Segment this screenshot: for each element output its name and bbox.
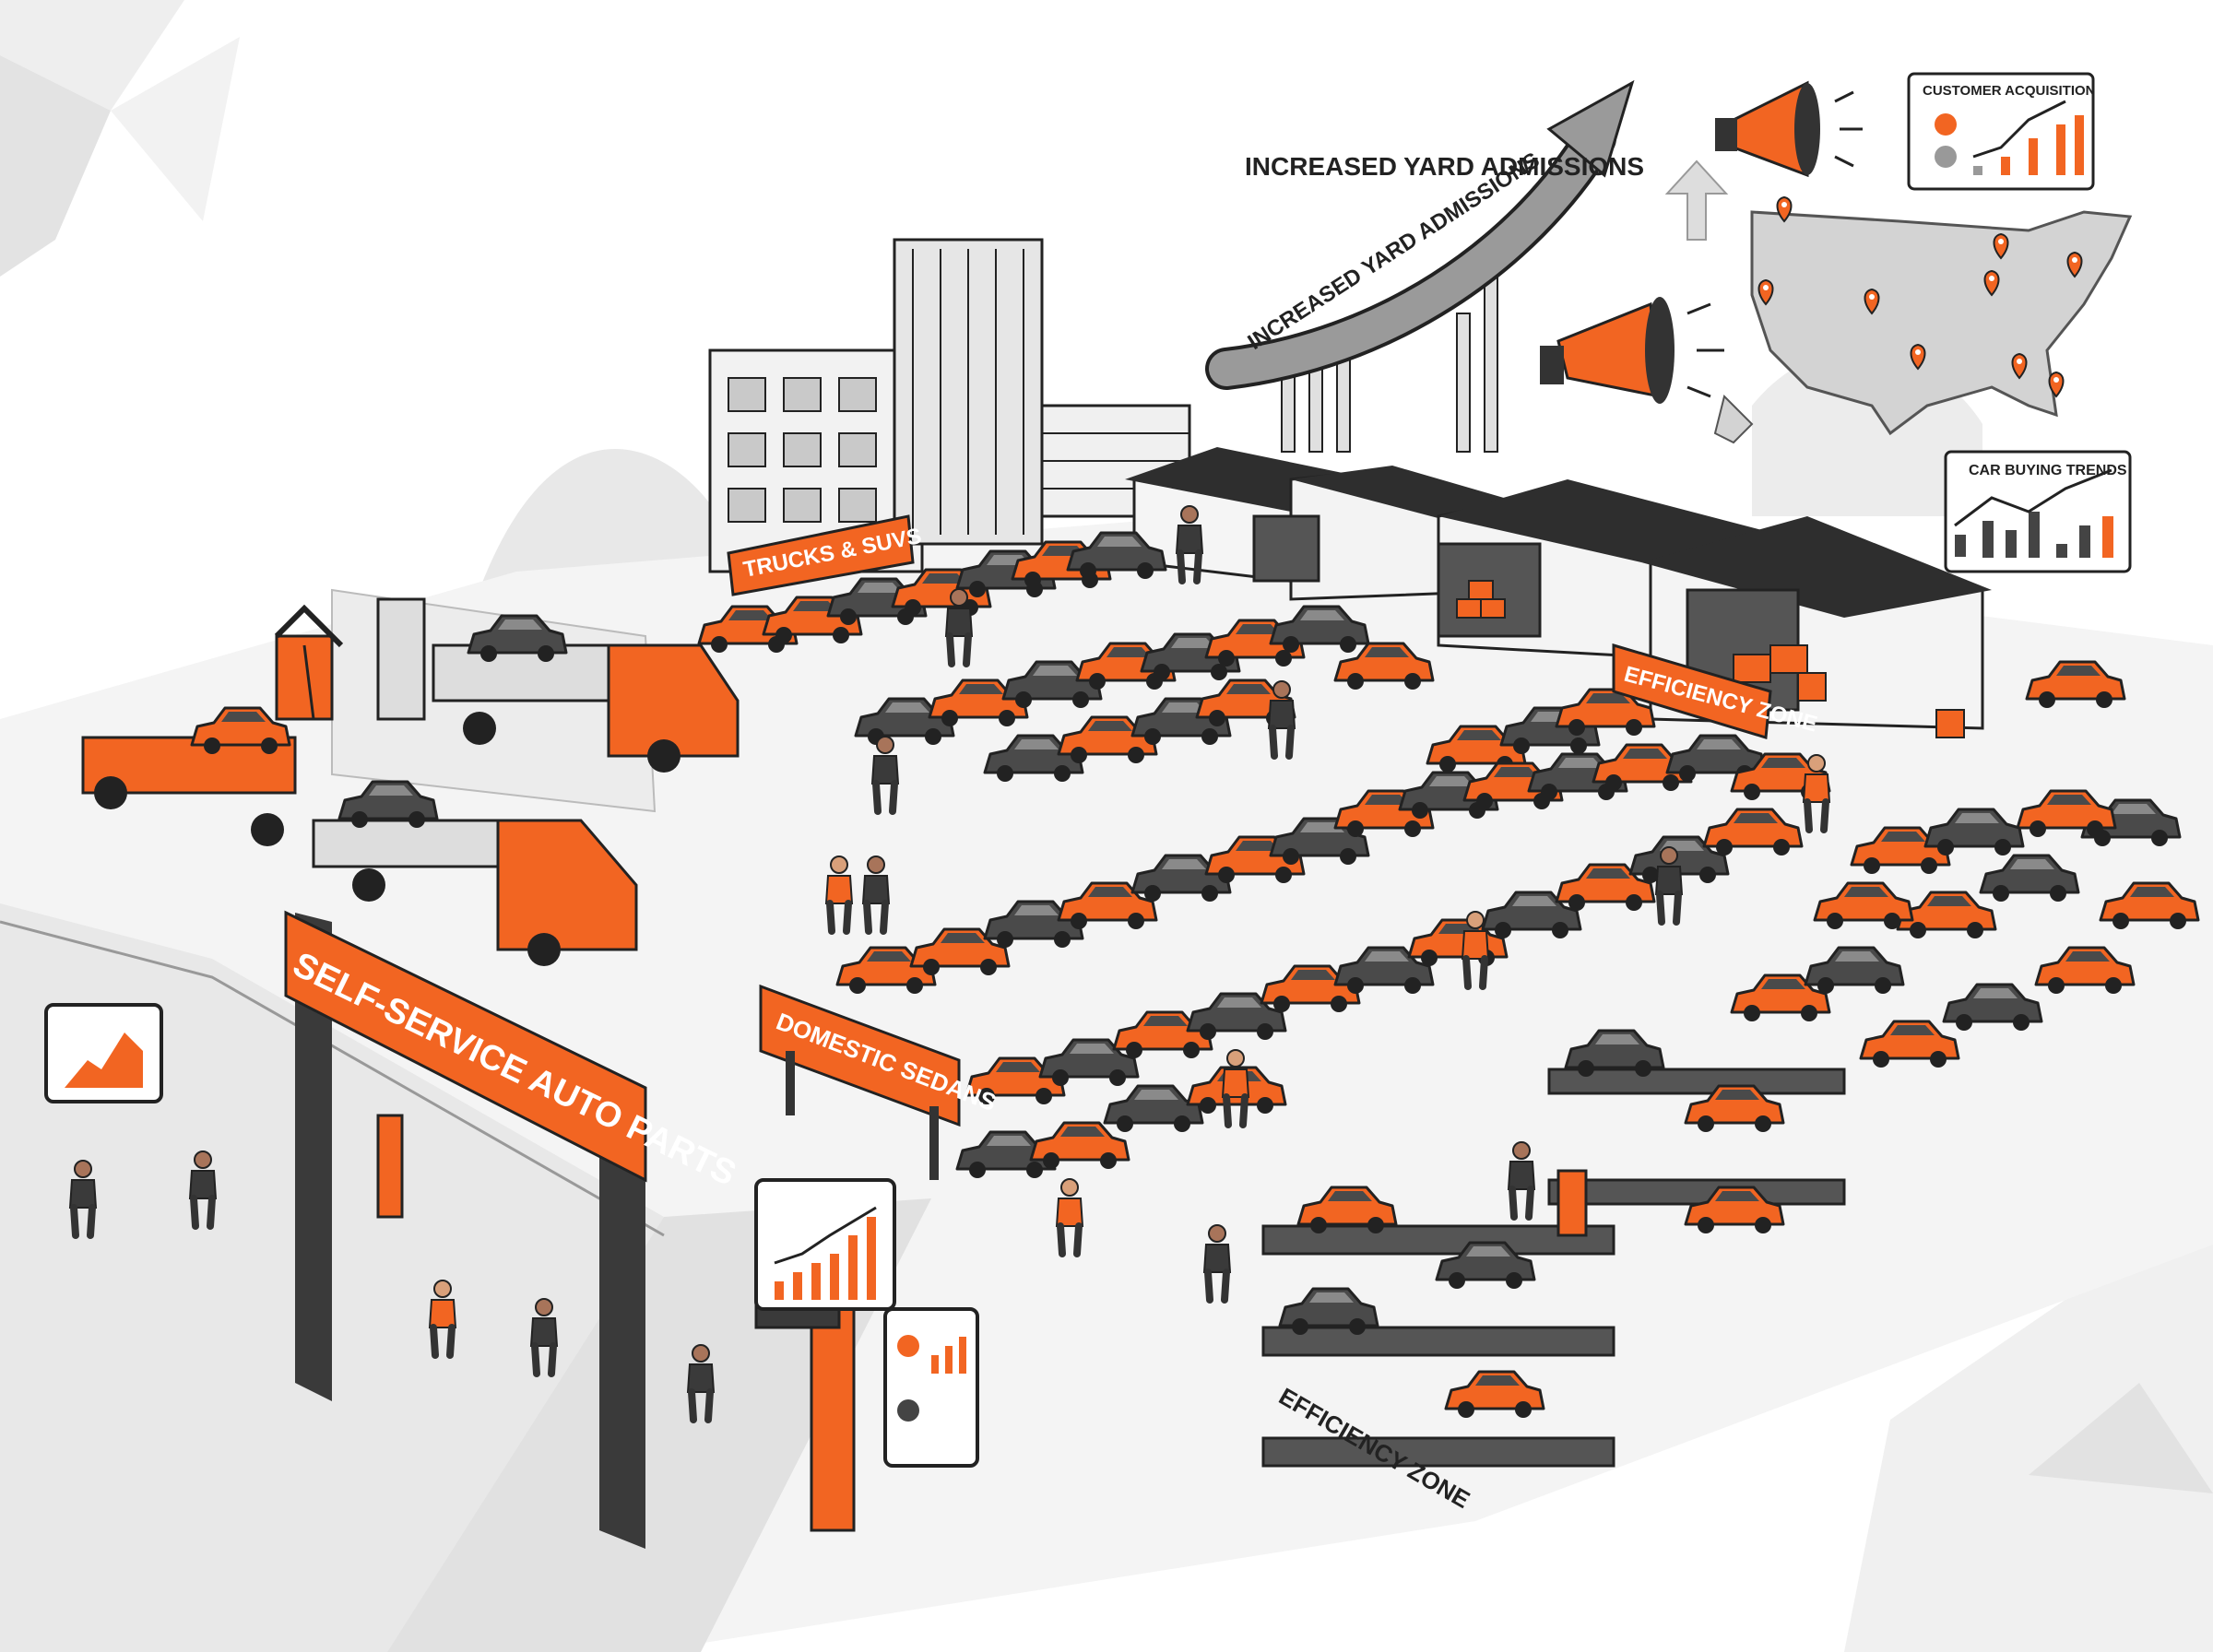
line-chart-icon — [65, 1032, 143, 1088]
warehouses — [1125, 447, 2126, 738]
car-stack-racks — [1261, 1029, 1846, 1468]
customer-acquisition-panel — [1907, 72, 2095, 191]
usa-map — [1713, 196, 2133, 444]
bar-chart-icon — [1955, 512, 2113, 558]
customer-acquisition-title: CUSTOMER ACQUISITION — [1923, 83, 2096, 99]
line-chart-icon — [774, 1206, 877, 1265]
up-arrow-icon — [1664, 159, 1729, 241]
growth-arrow — [1205, 79, 1729, 390]
tow-trucks — [81, 597, 740, 966]
bar-chart-icon — [931, 1337, 966, 1374]
bar-chart-icon — [775, 1217, 876, 1300]
car-buying-trends-panel — [1944, 450, 2132, 573]
pie-chart-icon — [897, 1399, 919, 1422]
pie-chart-icon — [897, 1335, 919, 1357]
pie-chart-icon — [1935, 146, 1957, 168]
growth-heading: INCREASED YARD ADMISSIONS — [1245, 152, 1644, 181]
dashboard-panels — [44, 1003, 979, 1468]
megaphone-icon — [1540, 297, 1724, 404]
office-buildings — [708, 238, 1498, 573]
line-chart-icon — [1954, 468, 2112, 527]
line-chart-icon — [1972, 100, 2066, 159]
car-buying-trends-title: CAR BUYING TRENDS — [1969, 463, 2127, 478]
pie-chart-icon — [1935, 113, 1957, 136]
megaphone-icon — [1715, 80, 1863, 178]
signs — [727, 514, 1772, 1180]
bar-chart-icon — [1973, 115, 2084, 175]
